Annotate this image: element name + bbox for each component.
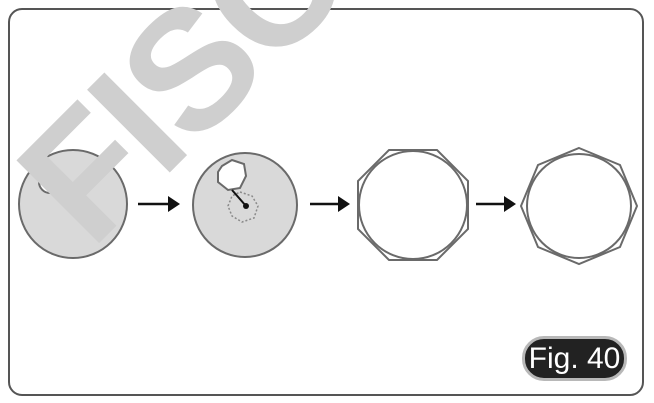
offset-polygon-icon: [217, 158, 248, 192]
step-2-field-circle: [192, 152, 298, 258]
centered-polygon-icon: [227, 191, 259, 223]
arrow-1-icon: [138, 196, 180, 212]
arrow-3-icon: [476, 196, 516, 212]
step-3-octagon: [357, 149, 469, 261]
step-4-octagon: [519, 146, 639, 266]
small-disc-icon: [38, 170, 62, 194]
step-1-field-circle: [18, 149, 128, 259]
figure-label: Fig. 40: [522, 336, 627, 381]
arrow-2-icon: [310, 196, 350, 212]
